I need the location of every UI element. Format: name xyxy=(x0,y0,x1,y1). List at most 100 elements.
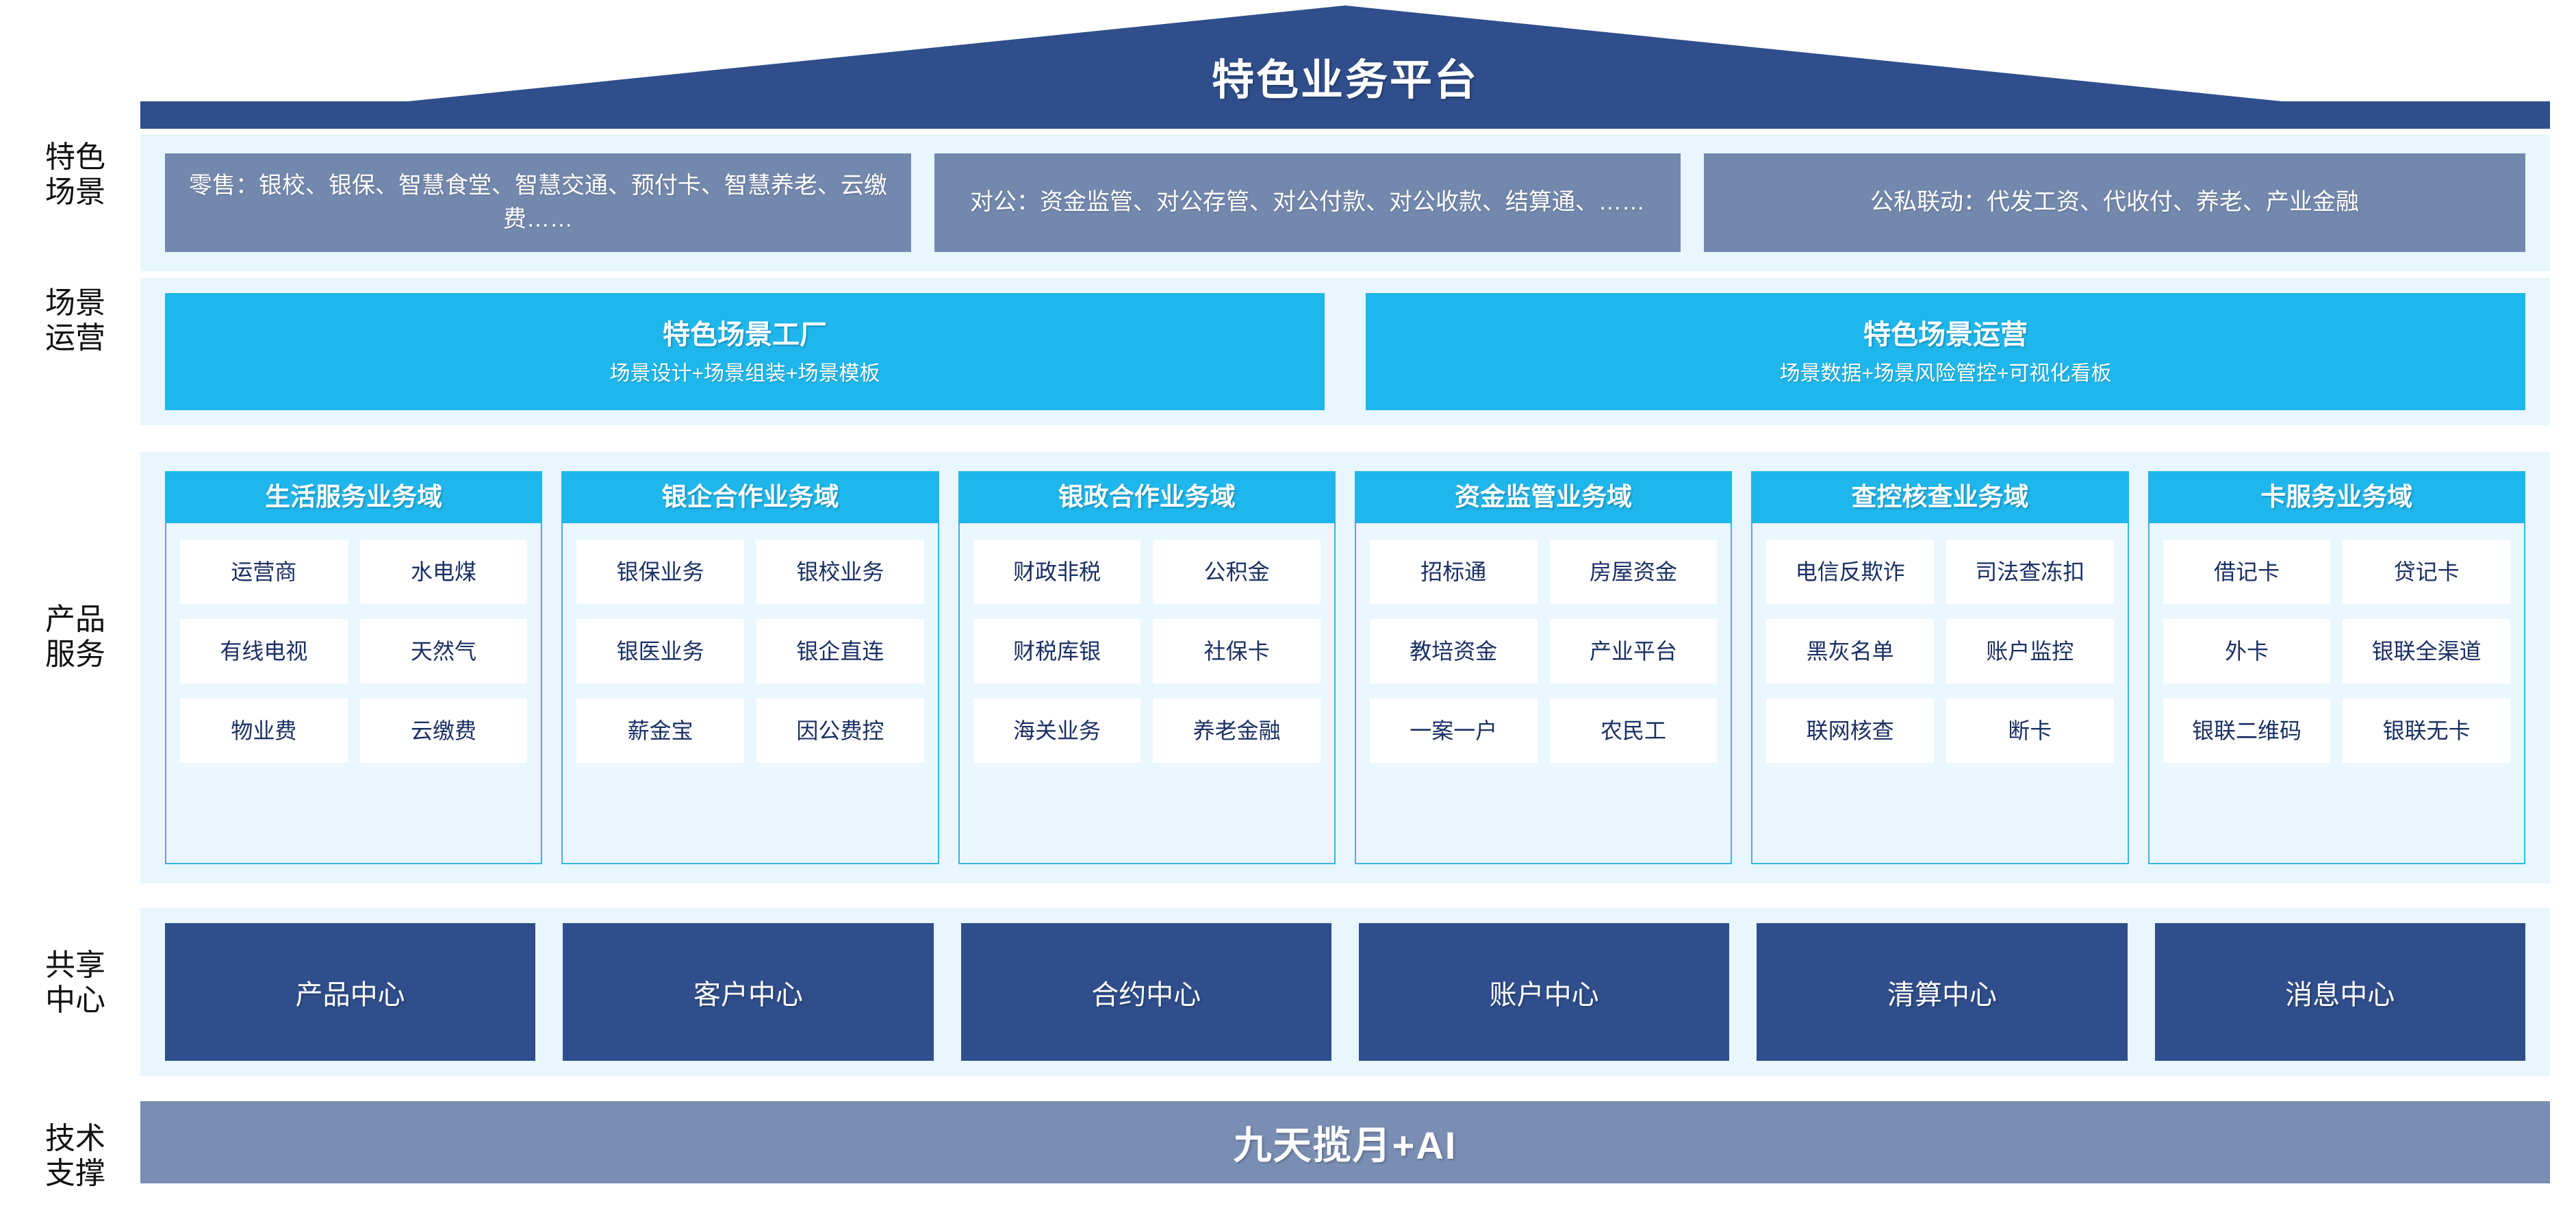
operations-title-scene-operation: 特色场景运营 xyxy=(1863,319,2028,350)
product-item-label: 薪金宝 xyxy=(627,718,693,744)
products-band: 生活服务业务域运营商水电煤有线电视天然气物业费云缴费银企合作业务域银保业务银校业… xyxy=(140,452,2550,883)
product-item-label: 二维码 xyxy=(2235,718,2301,744)
product-item-label: 房屋资金 xyxy=(1589,560,1677,585)
row-label-operations-line2: 运营 xyxy=(45,320,105,355)
product-item[interactable]: 银联二维码 xyxy=(2163,699,2331,764)
operations-box-scene-factory[interactable]: 特色场景工厂 场景设计+场景组装+场景模板 xyxy=(165,293,1325,410)
product-item[interactable]: 外卡 xyxy=(2163,619,2331,684)
product-domain-card[interactable]: 查控核查业务域电信反欺诈司法查冻扣黑灰名单账户监控联网核查断卡 xyxy=(1751,471,2129,864)
product-item[interactable]: 薪金宝 xyxy=(576,699,744,764)
row-label-operations: 场景 运营 xyxy=(14,286,137,355)
product-item-label: 贷记卡 xyxy=(2393,560,2460,585)
operations-band: 特色场景工厂 场景设计+场景组装+场景模板 特色场景运营 场景数据+场景风险管控… xyxy=(140,278,2550,425)
product-item[interactable]: 教培资金 xyxy=(1369,619,1538,684)
product-item[interactable]: 联网核查 xyxy=(1766,699,1934,764)
product-domain-card[interactable]: 银政合作业务域财政非税公积金财税库银社保卡海关业务养老金融 xyxy=(958,471,1336,864)
product-item[interactable]: 断卡 xyxy=(1946,699,2114,764)
row-label-tech-support-line1: 技术 xyxy=(45,1122,105,1155)
shared-center-card[interactable]: 账户中心 xyxy=(1358,923,1730,1061)
shared-center-card[interactable]: 清算中心 xyxy=(1757,923,2128,1061)
product-item[interactable]: 银联无卡 xyxy=(2343,699,2510,764)
product-item[interactable]: 财政非税 xyxy=(973,540,1141,605)
product-item-label: 水电煤 xyxy=(410,560,476,585)
product-domain-card[interactable]: 生活服务业务域运营商 水电煤有线电视 天然气物业费云缴费 xyxy=(165,471,543,864)
product-domain-title: 查控核查业务域 xyxy=(1751,471,2129,524)
product-item[interactable]: 因公费控 xyxy=(756,699,924,764)
product-item-label: 查冻扣 xyxy=(2019,560,2085,585)
scenario-box-public-private[interactable]: 公私联动：代发工资、代收付、养老、产业金融 xyxy=(1704,153,2525,252)
product-item-label: 银校业务 xyxy=(796,560,884,585)
product-domain-title: 卡服务业务域 xyxy=(2147,471,2525,524)
product-item-label: 银联无卡 xyxy=(2382,718,2471,744)
shared-center-label: 账户中心 xyxy=(1489,979,1599,1010)
product-item[interactable]: 银联全渠道 xyxy=(2343,619,2510,684)
product-item[interactable]: 银保业务 xyxy=(576,540,744,605)
product-item-label: 黑灰名单 xyxy=(1806,639,1894,664)
product-item[interactable]: 银企直连 xyxy=(756,619,924,684)
scenario-box-retail[interactable]: 零售：银校、银保、智慧食堂、智慧交通、预付卡、智慧养老、云缴费…… xyxy=(165,153,911,252)
product-item[interactable]: 公积金 xyxy=(1153,540,1321,605)
tech-support-bar[interactable]: 九天揽月+AI xyxy=(140,1101,2550,1183)
product-item[interactable]: 招标通 xyxy=(1369,540,1538,605)
product-item-label: 一案一户 xyxy=(1410,718,1498,744)
product-item[interactable]: 贷记卡 xyxy=(2343,540,2510,605)
product-item-label: 农民工 xyxy=(1600,718,1666,744)
product-item[interactable]: 一案一户 xyxy=(1369,699,1538,764)
product-item[interactable]: 账户监控 xyxy=(1946,619,2114,684)
product-item[interactable]: 养老金融 xyxy=(1153,699,1321,764)
product-item[interactable]: 天然气 xyxy=(359,619,528,684)
product-item-label: 海关业务 xyxy=(1012,718,1101,744)
product-item-label: 招标通 xyxy=(1420,560,1487,585)
shared-center-card[interactable]: 客户中心 xyxy=(563,923,934,1061)
product-domain-grid: 银保业务 银校业务银医业务银企直连薪金宝 因公费控 xyxy=(563,523,937,863)
shared-center-card[interactable]: 消息中心 xyxy=(2154,923,2525,1061)
product-item[interactable]: 农民工 xyxy=(1549,699,1718,764)
product-item[interactable]: 海关业务 xyxy=(973,699,1141,764)
product-item-label: 全渠道 xyxy=(2415,639,2482,664)
product-item[interactable]: 产业平台 xyxy=(1549,619,1718,684)
shared-center-card[interactable]: 产品中心 xyxy=(165,923,536,1061)
product-item[interactable]: 黑灰名单 xyxy=(1766,619,1934,684)
shared-centers-band: 产品中心 客户中心 合约中心 账户中心 清算中心 消息中心 xyxy=(140,908,2550,1076)
product-item[interactable]: 银校业务 xyxy=(756,540,924,605)
product-item-label: 借记卡 xyxy=(2213,560,2280,585)
row-label-operations-line1: 场景 xyxy=(45,286,105,320)
product-item-label: 产业平台 xyxy=(1589,639,1677,664)
product-item-label: 养老金融 xyxy=(1193,718,1281,744)
product-item[interactable]: 社保卡 xyxy=(1153,619,1321,684)
scenario-box-corporate[interactable]: 对公：资金监管、对公存管、对公付款、对公收款、结算通、…… xyxy=(934,153,1681,252)
product-item[interactable]: 司法查冻扣 xyxy=(1946,540,2114,605)
product-domain-card[interactable]: 卡服务业务域借记卡贷记卡外卡银联全渠道银联二维码银联无卡 xyxy=(2147,471,2525,864)
product-item-label: 银联 xyxy=(2371,639,2416,664)
shared-center-card[interactable]: 合约中心 xyxy=(960,923,1331,1061)
product-item[interactable]: 有线电视 xyxy=(180,619,348,684)
product-domain-card[interactable]: 资金监管业务域招标通房屋资金教培资金产业平台一案一户农民工 xyxy=(1354,471,1733,864)
product-item[interactable]: 银医业务 xyxy=(576,619,744,684)
scenarios-band: 零售：银校、银保、智慧食堂、智慧交通、预付卡、智慧养老、云缴费…… 对公：资金监… xyxy=(140,134,2550,271)
product-item-label: 断卡 xyxy=(2008,718,2052,744)
product-item[interactable]: 云缴费 xyxy=(359,699,528,764)
row-label-shared-centers-line2: 中心 xyxy=(45,983,105,1017)
product-domain-grid: 财政非税公积金财税库银社保卡海关业务 养老金融 xyxy=(960,523,1334,863)
operations-box-scene-operation[interactable]: 特色场景运营 场景数据+场景风险管控+可视化看板 xyxy=(1366,293,2525,410)
product-item-label: 司法 xyxy=(1975,560,2019,585)
row-label-scenarios: 特色 场景 xyxy=(14,140,137,210)
product-item[interactable]: 水电煤 xyxy=(359,540,528,605)
product-item-label: 外卡 xyxy=(2224,639,2269,664)
product-item[interactable]: 财税库银 xyxy=(973,619,1141,684)
product-domain-card[interactable]: 银企合作业务域银保业务银校业务银医业务银企直连薪金宝因公费控 xyxy=(561,471,939,864)
product-item[interactable]: 房屋资金 xyxy=(1549,540,1718,605)
shared-center-label: 客户中心 xyxy=(693,979,803,1010)
product-item[interactable]: 运营商 xyxy=(180,540,348,605)
product-item-label: 有线电视 xyxy=(220,639,308,664)
row-label-tech-support-line2: 支撑 xyxy=(45,1156,105,1190)
product-item-label: 账户监控 xyxy=(1986,639,2074,664)
product-item-label: 电信 xyxy=(1795,560,1839,585)
product-item[interactable]: 电信反欺诈 xyxy=(1766,540,1934,605)
product-domain-list: 生活服务业务域运营商水电煤有线电视天然气物业费云缴费银企合作业务域银保业务银校业… xyxy=(140,452,2550,883)
row-label-products-line2: 服务 xyxy=(45,637,105,671)
shared-center-label: 清算中心 xyxy=(1887,979,1997,1010)
product-item[interactable]: 借记卡 xyxy=(2163,540,2331,605)
product-domain-title: 生活服务业务域 xyxy=(165,471,543,524)
product-item[interactable]: 物业费 xyxy=(180,699,348,764)
